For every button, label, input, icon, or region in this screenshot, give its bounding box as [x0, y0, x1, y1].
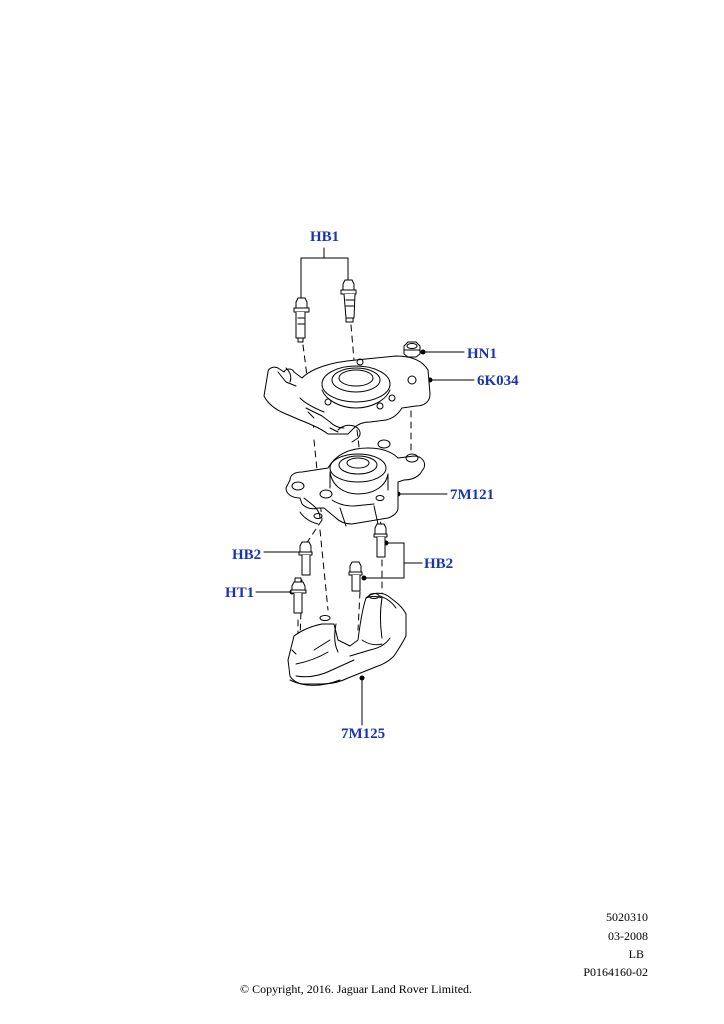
diagram-ref: P0164160-02 — [583, 965, 648, 979]
callout-6k034: 6K034 — [477, 373, 519, 389]
stud-ht1 — [290, 577, 307, 614]
copyright-notice: © Copyright, 2016. Jaguar Land Rover Lim… — [239, 982, 473, 996]
callout-hb2-right: HB2 — [424, 556, 454, 572]
bolt-hb2-right-top — [373, 523, 388, 558]
bolt-hb1-left — [293, 297, 310, 343]
mount-7m121 — [285, 439, 425, 527]
bolt-hb2-right-bottom — [348, 561, 363, 592]
bolt-hb2-left — [298, 541, 313, 576]
callout-7m125: 7M125 — [341, 726, 386, 742]
callout-hb1: HB1 — [310, 229, 340, 245]
bracket-7m125 — [287, 592, 407, 686]
callout-hb2-left: HB2 — [232, 547, 262, 563]
bracket-6k034 — [263, 355, 431, 443]
callout-ht1: HT1 — [225, 585, 255, 601]
callout-hn1: HN1 — [467, 346, 497, 362]
callout-7m121: 7M121 — [450, 487, 495, 503]
diagram-region: LB — [628, 947, 644, 961]
diagram-code: 5020310 — [606, 910, 648, 924]
bolt-hb1-right — [340, 279, 357, 323]
diagram-date: 03-2008 — [608, 929, 648, 943]
nut-hn1 — [403, 341, 421, 358]
